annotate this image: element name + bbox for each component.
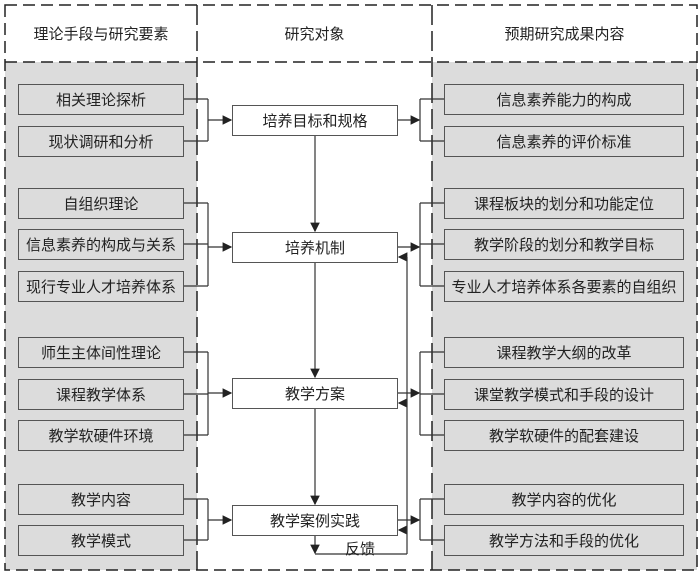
- right-outcome-box: 信息素养能力的构成: [444, 84, 684, 115]
- left-element-box: 教学内容: [18, 484, 184, 515]
- right-outcome-box: 专业人才培养体系各要素的自组织: [444, 271, 684, 302]
- feedback-label: 反馈: [345, 540, 376, 558]
- right-outcome-box: 教学软硬件的配套建设: [444, 420, 684, 451]
- right-outcome-box: 教学内容的优化: [444, 484, 684, 515]
- left-element-box: 现行专业人才培养体系: [18, 271, 184, 302]
- left-element-box: 师生主体间性理论: [18, 337, 184, 368]
- research-object-box: 培养机制: [232, 232, 398, 263]
- right-outcome-box: 课程教学大纲的改革: [444, 337, 684, 368]
- right-outcome-box: 课堂教学模式和手段的设计: [444, 379, 684, 410]
- left-element-box: 信息素养的构成与关系: [18, 229, 184, 260]
- research-object-box: 培养目标和规格: [232, 105, 398, 136]
- right-outcome-box: 课程板块的划分和功能定位: [444, 188, 684, 219]
- left-element-box: 自组织理论: [18, 188, 184, 219]
- right-outcome-box: 信息素养的评价标准: [444, 126, 684, 157]
- header-middle: 研究对象: [284, 25, 345, 43]
- right-outcome-box: 教学方法和手段的优化: [444, 525, 684, 556]
- research-object-box: 教学方案: [232, 378, 398, 409]
- left-element-box: 教学模式: [18, 525, 184, 556]
- research-object-box: 教学案例实践: [232, 505, 398, 536]
- left-element-box: 相关理论探析: [18, 84, 184, 115]
- right-outcome-box: 教学阶段的划分和教学目标: [444, 229, 684, 260]
- header-left: 理论手段与研究要素: [33, 25, 169, 43]
- header-right: 预期研究成果内容: [504, 25, 625, 43]
- left-element-box: 现状调研和分析: [18, 126, 184, 157]
- left-element-box: 课程教学体系: [18, 379, 184, 410]
- left-element-box: 教学软硬件环境: [18, 420, 184, 451]
